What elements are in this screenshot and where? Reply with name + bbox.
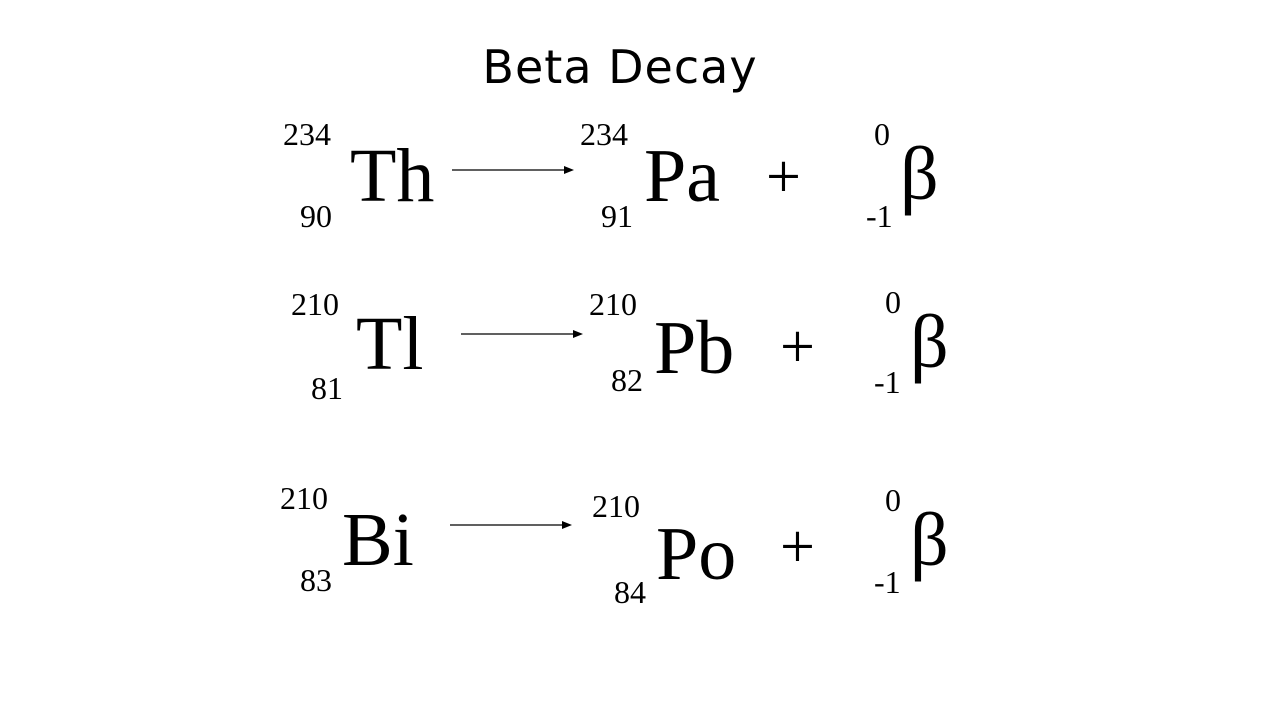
arrow-right-icon [450,521,572,529]
pa-mass-number: 234 [580,116,628,152]
beta-symbol-1: β [900,132,939,216]
beta-atomic-number-2: -1 [874,364,901,400]
beta-mass-number-1: 0 [874,116,890,152]
page-title: Beta Decay [482,40,758,94]
po-atomic-number: 84 [614,574,646,610]
po-mass-number: 210 [592,488,640,524]
plus-sign-1: + [766,143,801,211]
pa-symbol: Pa [644,134,720,218]
arrow-right-icon [452,166,574,174]
plus-sign-2: + [780,313,815,381]
tl-atomic-number: 81 [311,370,343,406]
bi-symbol: Bi [342,498,414,582]
pb-atomic-number: 82 [611,362,643,398]
pb-symbol: Pb [654,306,735,390]
beta-mass-number-3: 0 [885,482,901,518]
tl-symbol: Tl [356,302,424,386]
th-atomic-number: 90 [300,198,332,234]
bi-mass-number: 210 [280,480,328,516]
tl-mass-number: 210 [291,286,339,322]
po-symbol: Po [656,512,737,596]
beta-atomic-number-3: -1 [874,564,901,600]
bi-atomic-number: 83 [300,562,332,598]
pa-atomic-number: 91 [601,198,633,234]
beta-symbol-2: β [910,300,949,384]
reaction-arrow-2 [461,324,583,344]
pb-mass-number: 210 [589,286,637,322]
plus-sign-3: + [780,513,815,581]
beta-symbol-3: β [910,498,949,582]
beta-mass-number-2: 0 [885,284,901,320]
reaction-arrow-1 [452,160,574,180]
th-symbol: Th [350,134,435,218]
th-mass-number: 234 [283,116,331,152]
arrow-right-icon [461,330,583,338]
reaction-arrow-3 [450,515,572,535]
beta-atomic-number-1: -1 [866,198,893,234]
